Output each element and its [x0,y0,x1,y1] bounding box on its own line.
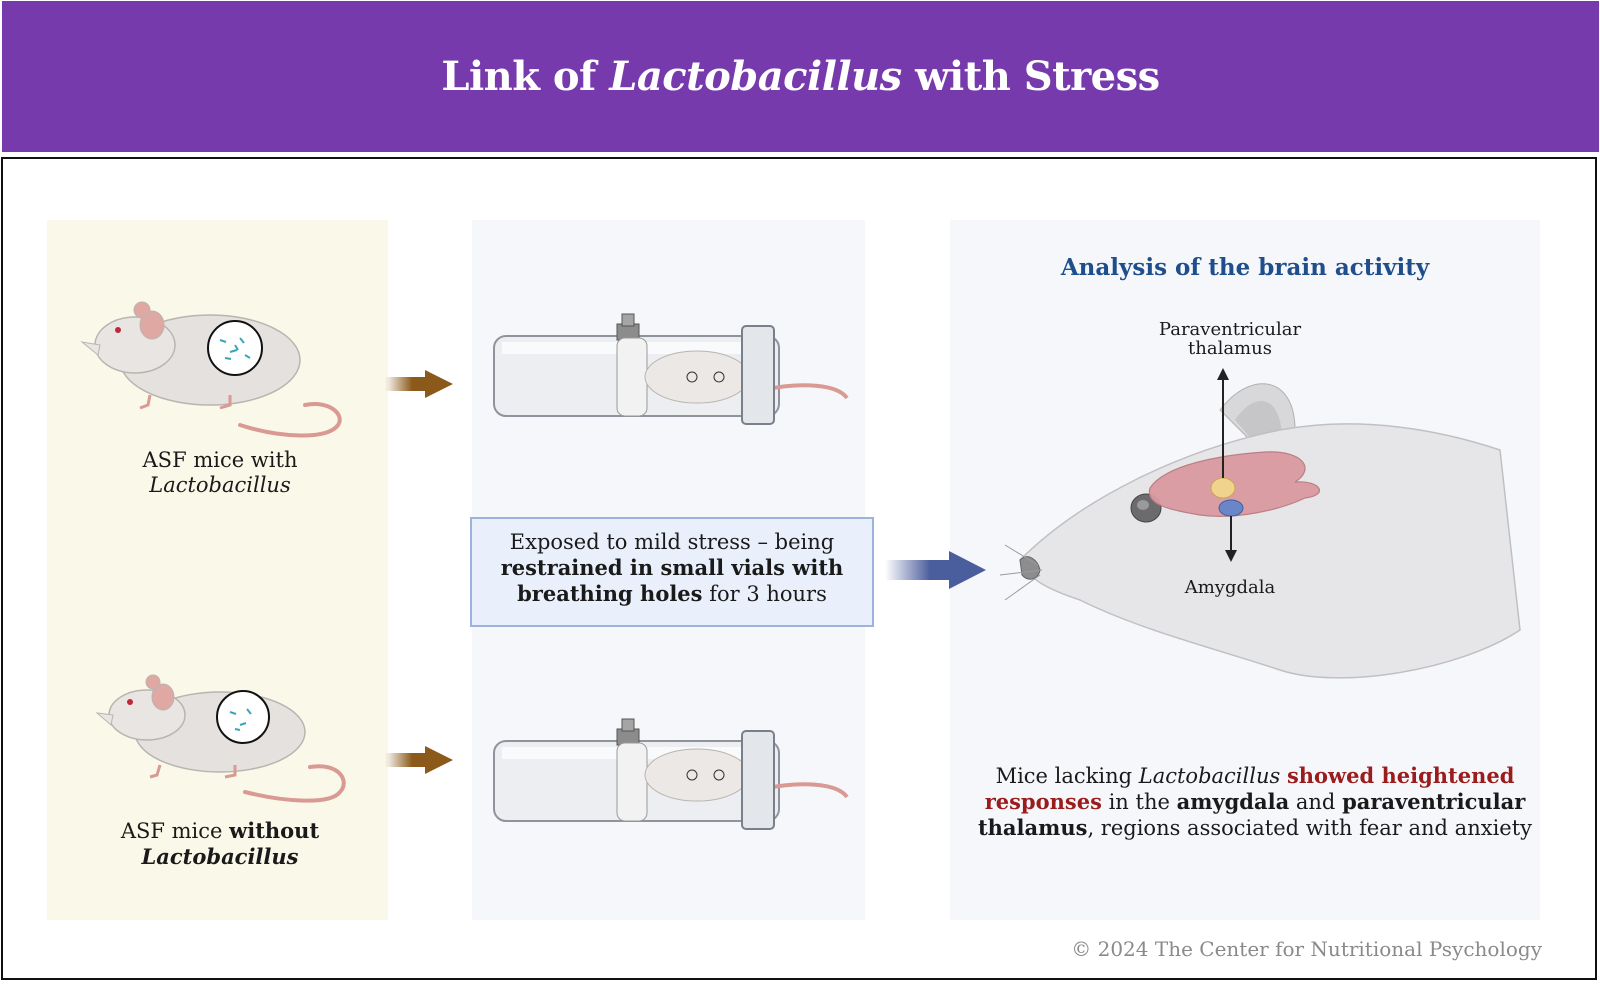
findings-pvt: paraventricular thalamus [977,789,1526,840]
mouse-with-caption: ASF mice with Lactobacillus [60,448,380,498]
title-italic: Lactobacillus [609,53,902,100]
stress-description-box: Exposed to mild stress – being restraine… [470,517,874,627]
mouse-without-lactobacillus-illustration [95,674,346,803]
findings-t8: , regions associated with fear and anxie… [1087,816,1533,840]
title-prefix: Link of [441,53,596,100]
mouse-head-brain-illustration [999,368,1521,679]
copyright-notice: © 2024 The Center for Nutritional Psycho… [1071,937,1542,961]
mouse-without-species: Lactobacillus [141,844,299,869]
pvt-label: Paraventricular thalamus [1120,320,1340,358]
arrow-icon [385,370,453,398]
mouse-with-lactobacillus-illustration [80,301,342,438]
page-title: Link of Lactobacillus with Stress [441,53,1160,100]
pvt-label-line1: Paraventricular [1158,319,1302,340]
title-suffix: with Stress [915,53,1160,100]
stress-text-intro: Exposed to mild stress – being [509,530,835,554]
mouse-with-label: ASF mice with [142,448,298,472]
title-banner: Link of Lactobacillus with Stress [2,1,1599,152]
analysis-title: Analysis of the brain activity [1060,254,1430,281]
stress-text-duration: for 3 hours [709,582,827,606]
mouse-without-caption: ASF mice without Lactobacillus [60,818,380,870]
arrow-icon [385,746,453,774]
findings-species: Lactobacillus [1138,764,1281,788]
mouse-with-species: Lactobacillus [149,473,291,497]
mouse-without-emphasis: without [229,818,320,843]
restraint-tube-illustration [493,718,849,830]
stress-text-bold: restrained in small vials with breathing… [500,555,844,606]
amygdala-label: Amygdala [1184,577,1276,598]
findings-text: Mice lacking Lactobacillus showed height… [975,763,1535,841]
findings-amygdala: amygdala [1176,789,1290,814]
findings-t4: in the [1108,790,1170,814]
restraint-tube-illustration [493,313,849,425]
findings-t6: and [1295,790,1336,814]
mouse-without-label: ASF mice [120,819,223,843]
findings-highlight: showed heightened responses [984,763,1515,814]
arrow-icon [885,551,986,589]
content-frame [1,157,1597,980]
findings-t1: Mice lacking [995,764,1133,788]
pvt-label-line2: thalamus [1188,338,1272,359]
